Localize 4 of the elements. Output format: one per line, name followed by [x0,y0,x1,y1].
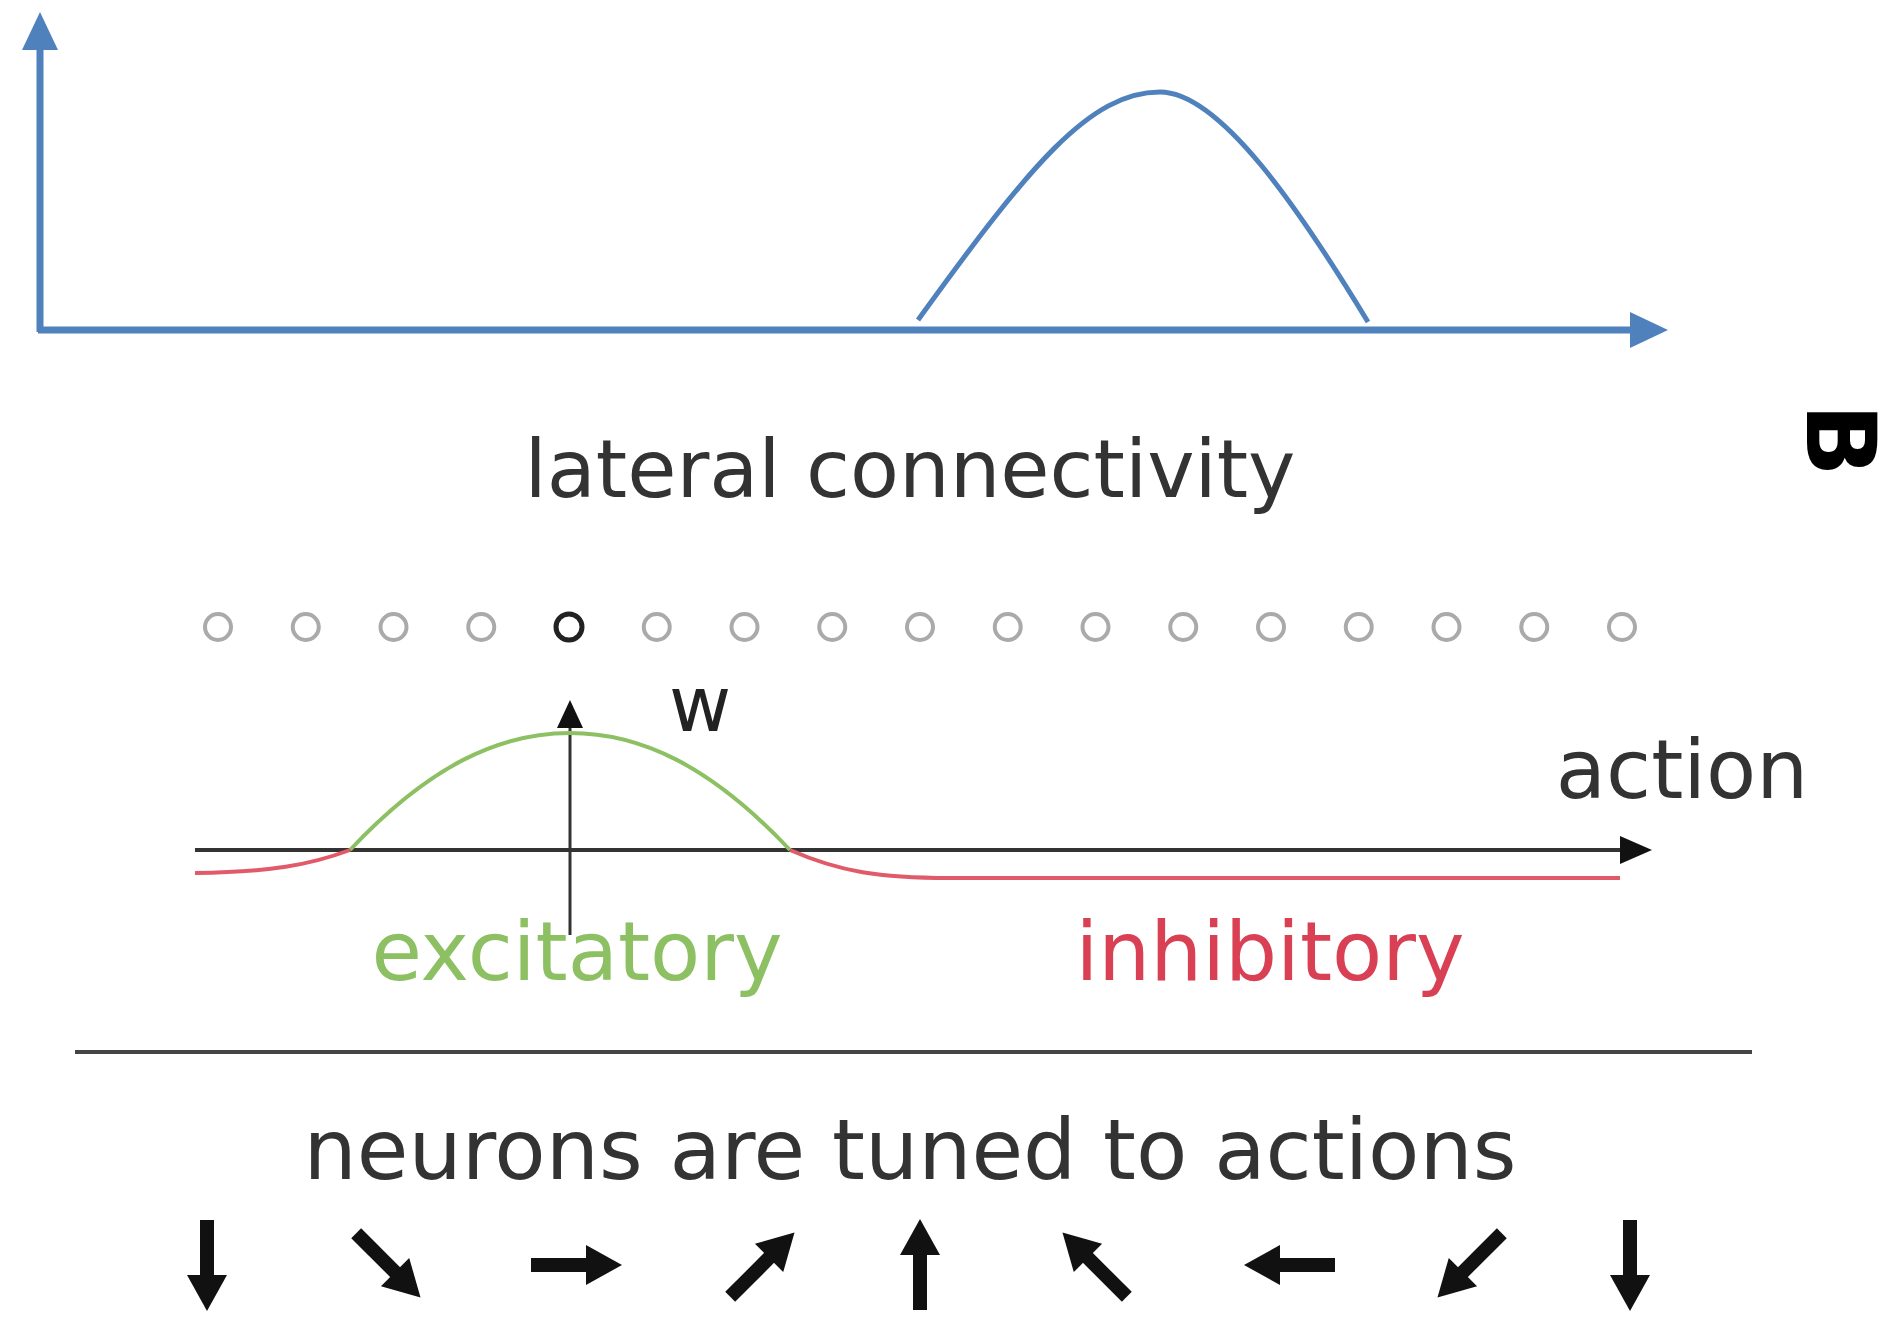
axis-label: w [668,667,732,743]
panel-letter: B [1792,403,1888,477]
section-heading: neurons are tuned to actions [303,1108,1517,1192]
axis-label: action [1555,729,1809,811]
